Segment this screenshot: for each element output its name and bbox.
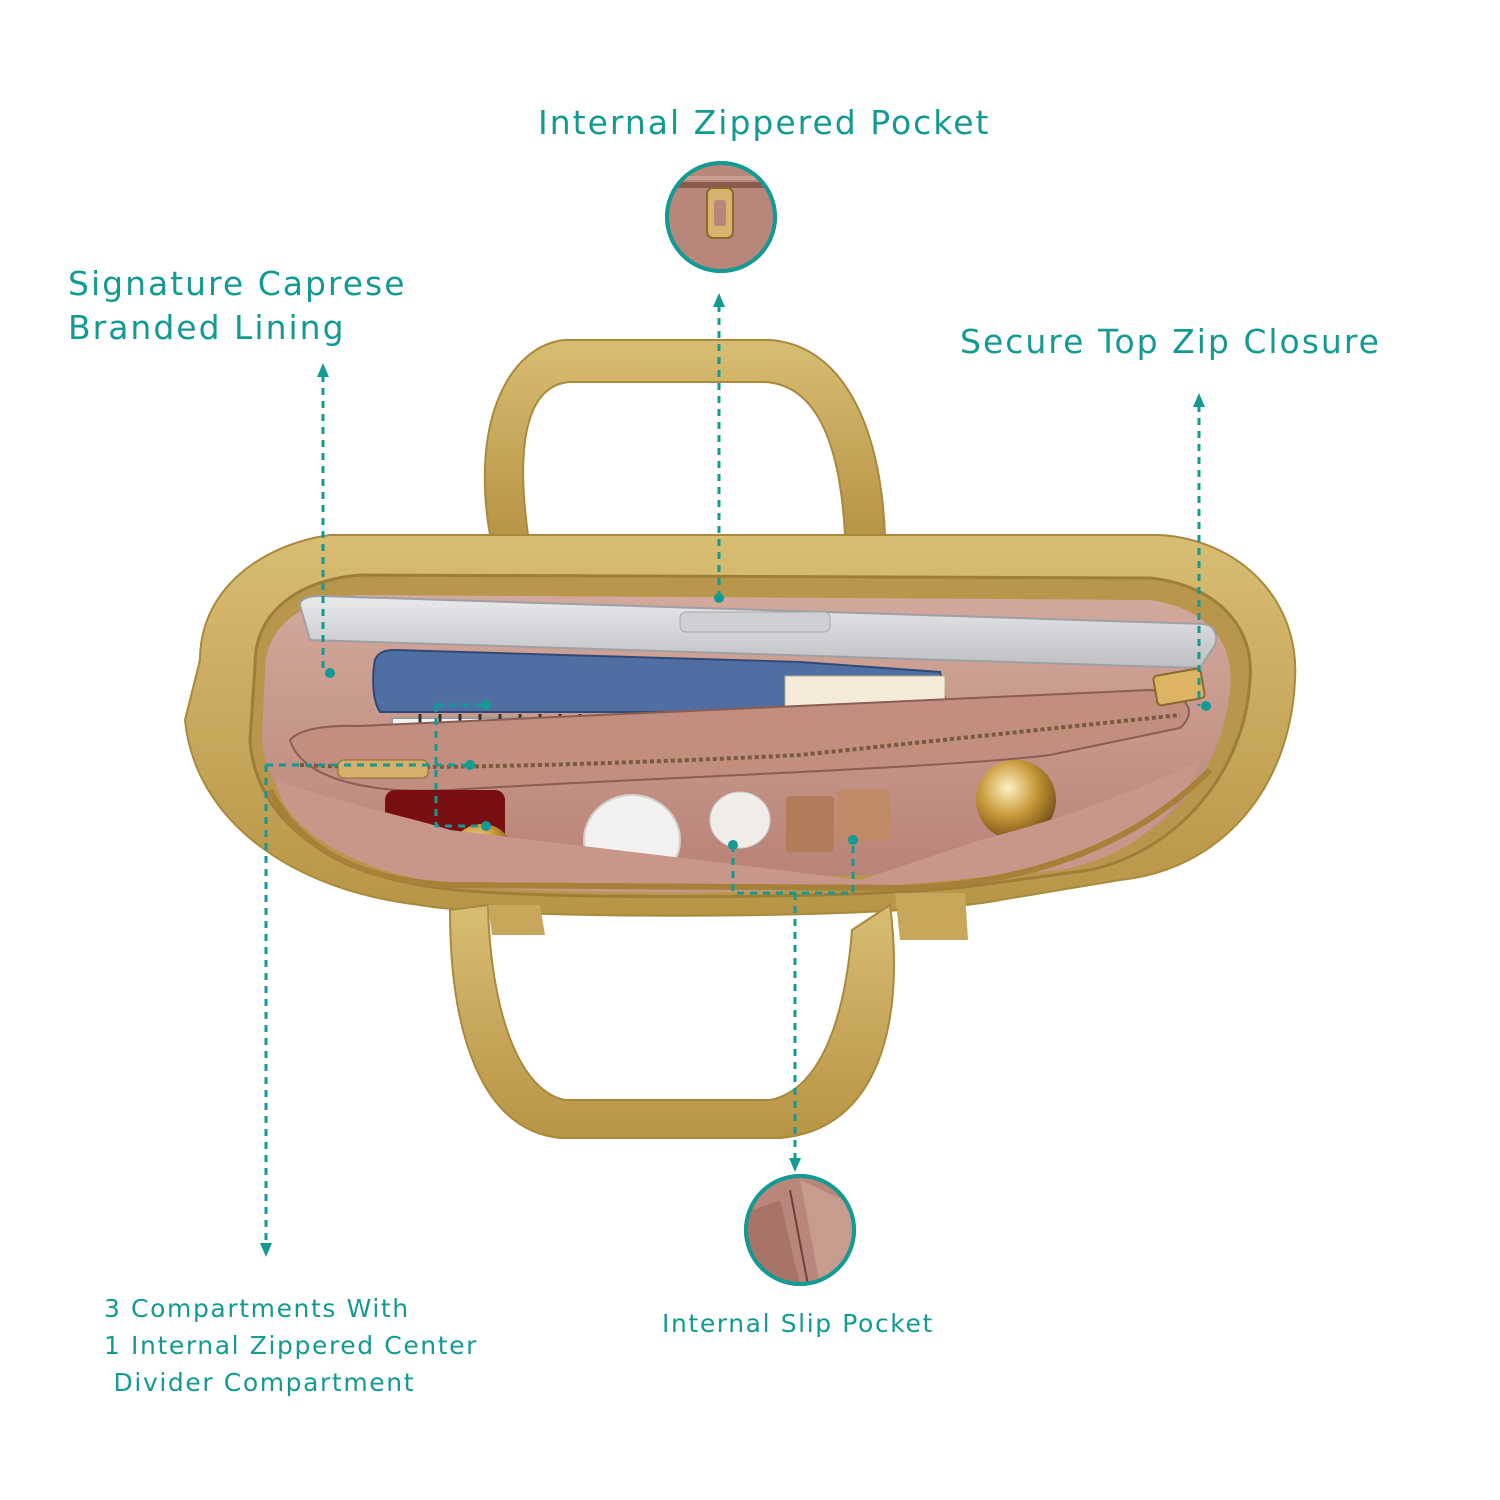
compartments-line-3: Divider Compartment [104, 1368, 416, 1397]
signature-lining-line-2: Branded Lining [68, 308, 346, 347]
secure-top-zip-label: Secure Top Zip Closure [960, 322, 1381, 361]
gold-jar [976, 760, 1056, 840]
signature-lining-label: Signature Caprese Branded Lining [68, 262, 407, 350]
internal-slip-pocket-label: Internal Slip Pocket [662, 1309, 934, 1338]
bottom-handle [448, 903, 895, 1139]
compartments-line-2: 1 Internal Zippered Center [104, 1331, 479, 1360]
signature-lining-line-1: Signature Caprese [68, 264, 407, 303]
zipper-detail-image [668, 164, 774, 270]
slip-pocket-detail-image [747, 1177, 853, 1283]
compartments-label: 3 Compartments With 1 Internal Zippered … [104, 1290, 478, 1401]
compartments-line-1: 3 Compartments With [104, 1294, 410, 1323]
top-handle [483, 339, 887, 536]
internal-zippered-pocket-label: Internal Zippered Pocket [538, 103, 991, 142]
lipstick [786, 796, 834, 852]
zipper-pull [1152, 667, 1206, 707]
center-divider [288, 688, 1190, 792]
